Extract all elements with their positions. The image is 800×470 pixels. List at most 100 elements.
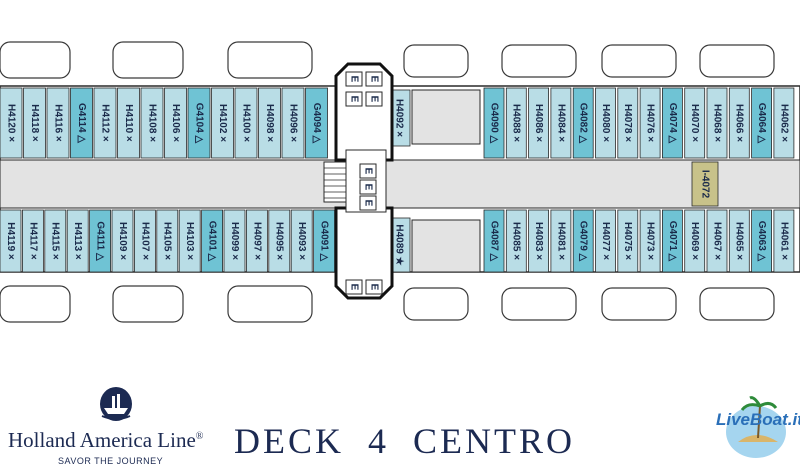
cabin-number: H4080 × (600, 104, 611, 142)
footer: Holland America Line® SAVOR THE JOURNEY … (0, 340, 800, 470)
cabin-number: G4074 △ (667, 103, 678, 144)
cabin-number: H4085 × (511, 222, 522, 260)
cabin-g4071[interactable]: G4071 △ (662, 209, 683, 273)
cabin-h4083[interactable]: H4083 × (528, 209, 549, 273)
lifeboat (227, 285, 313, 323)
lifeboat (112, 41, 184, 79)
lifeboat (403, 287, 469, 321)
cabin-h4061[interactable]: H4061 × (773, 209, 795, 273)
cabin-h4116[interactable]: H4116 × (46, 87, 70, 159)
cabin-h4120[interactable]: H4120 × (0, 87, 23, 159)
cabin-h4075[interactable]: H4075 × (617, 209, 639, 273)
cabin-h4103[interactable]: H4103 × (178, 209, 201, 273)
cabin-h4067[interactable]: H4067 × (706, 209, 728, 273)
cabin-h4100[interactable]: H4100 × (234, 87, 258, 159)
cabin-h4062[interactable]: H4062 × (773, 87, 795, 159)
cabin-number: H4103 × (184, 222, 195, 260)
cabin-g4074[interactable]: G4074 △ (662, 87, 683, 159)
cabin-number: G4111 △ (94, 221, 105, 261)
cabin-h4107[interactable]: H4107 × (133, 209, 156, 273)
cabin-h4108[interactable]: H4108 × (140, 87, 164, 159)
cabin-number: H4069 × (689, 222, 700, 260)
cabin-number: H4096 × (287, 104, 298, 142)
cabin-h4086[interactable]: H4086 × (528, 87, 549, 159)
cabin-number: H4107 × (139, 222, 150, 260)
cabin-g4104[interactable]: G4104 △ (187, 87, 211, 159)
cabin-h4106[interactable]: H4106 × (164, 87, 187, 159)
main-corridor (0, 159, 800, 209)
cabin-number: H4108 × (146, 104, 157, 142)
brand-tagline: SAVOR THE JOURNEY (58, 456, 164, 466)
cabin-h4098[interactable]: H4098 × (258, 87, 281, 159)
watermark-text: LiveBoat.it (716, 410, 800, 429)
cabin-number: H4068 × (711, 104, 722, 142)
cabin-h4070[interactable]: H4070 × (684, 87, 706, 159)
cabin-g4091[interactable]: G4091 △ (313, 209, 336, 273)
cabin-h4105[interactable]: H4105 × (156, 209, 179, 273)
cabin-number: H4109 × (117, 222, 128, 260)
cabin-h4081[interactable]: H4081 × (550, 209, 572, 273)
cabin-number: H4083 × (533, 222, 544, 260)
cabin-g4079[interactable]: G4079 △ (572, 209, 594, 273)
stair-tower-bottom (334, 206, 394, 300)
cabin-number: H4077 × (600, 222, 611, 260)
cabin-h4095[interactable]: H4095 × (268, 209, 291, 273)
cabin-h4068[interactable]: H4068 × (706, 87, 728, 159)
cabin-h4096[interactable]: H4096 × (281, 87, 305, 159)
cabin-h4113[interactable]: H4113 × (66, 209, 89, 273)
cabin-h4118[interactable]: H4118 × (23, 87, 46, 159)
cabin-group-bottom-right: G4087 △ H4085 × H4083 × H4081 ×G4079 △ H4077… (483, 209, 795, 273)
deck-plan: H4120 ×H4118 ×H4116 ×G4114 △ H4112 × H4110… (0, 41, 800, 323)
cabin-h4112[interactable]: H4112 × (93, 87, 117, 159)
cabin-h4065[interactable]: H4065 × (728, 209, 750, 273)
cabin-h4109[interactable]: H4109 × (111, 209, 134, 273)
cabin-h4066[interactable]: H4066 × (728, 87, 750, 159)
cabin-number: H4113 × (72, 222, 83, 260)
cabin-h4093[interactable]: H4093 × (290, 209, 313, 273)
cabin-g4064[interactable]: G4064 △ (751, 87, 772, 159)
cabin-h4073[interactable]: H4073 × (639, 209, 661, 273)
cabin-number: H4112 × (99, 104, 110, 142)
deck-title: DECK 4 CENTRO (234, 421, 575, 461)
elevator: E (345, 279, 363, 295)
lifeboat (227, 41, 313, 79)
elevator-label: E (362, 200, 373, 207)
cabin-number: G4064 △ (756, 103, 767, 144)
cabin-h4085[interactable]: H4085 × (505, 209, 527, 273)
cabin-h4078[interactable]: H4078 × (617, 87, 639, 159)
cabin-g4063[interactable]: G4063 △ (751, 209, 772, 273)
cabin-h4076[interactable]: H4076 × (639, 87, 661, 159)
cabin-g4087[interactable]: G4087 △ (483, 209, 505, 273)
elevator-label: E (368, 76, 379, 83)
lifeboat (601, 287, 677, 321)
cabin-h4097[interactable]: H4097 × (245, 209, 268, 273)
cabin-h4084[interactable]: H4084 × (550, 87, 572, 159)
cabin-h4099[interactable]: H4099 × (223, 209, 246, 273)
cabin-h4119[interactable]: H4119 × (0, 209, 22, 273)
cabin-h4115[interactable]: H4115 × (44, 209, 67, 273)
stair-tower-top (334, 62, 394, 162)
cabin-h4110[interactable]: H4110 × (117, 87, 140, 159)
elevator-label: E (348, 284, 359, 291)
cabin-g4082[interactable]: G4082 △ (572, 87, 594, 159)
cabin-group-top-left: H4120 ×H4118 ×H4116 ×G4114 △ H4112 × H4110… (0, 87, 328, 159)
cabin-group-center: H4092 ×H4089 ★I-4072 (387, 89, 719, 273)
cabin-i-4072[interactable]: I-4072 (691, 161, 719, 207)
cabin-g4114[interactable]: G4114 △ (70, 87, 93, 159)
cabin-g4111[interactable]: G4111 △ (89, 209, 111, 273)
cabin-number: H4065 × (734, 222, 745, 260)
cabin-number: H4076 × (644, 104, 655, 142)
cabin-number: H4093 × (296, 222, 307, 260)
cabin-g4090[interactable]: G4090 △ (483, 87, 505, 159)
cabin-h4102[interactable]: H4102 × (211, 87, 234, 159)
elevator-label: E (368, 96, 379, 103)
cabin-h4077[interactable]: H4077 × (595, 209, 616, 273)
cabin-h4088[interactable]: H4088 × (505, 87, 527, 159)
cabin-g4101[interactable]: G4101 △ (201, 209, 224, 273)
cabin-h4080[interactable]: H4080 × (595, 87, 616, 159)
cabin-g4094[interactable]: G4094 △ (305, 87, 328, 159)
cabin-h4069[interactable]: H4069 × (684, 209, 706, 273)
cabin-h4117[interactable]: H4117 × (21, 209, 44, 273)
lifeboat (0, 285, 71, 323)
